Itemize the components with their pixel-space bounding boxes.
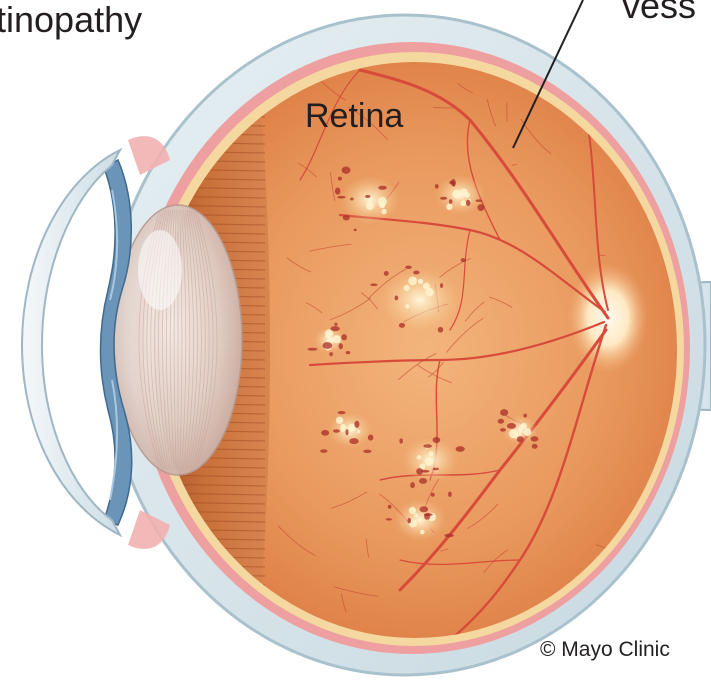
retina-label: Retina (305, 96, 403, 136)
title-label: tinopathy (0, 0, 142, 40)
blood-vessels-label: vess (622, 0, 696, 26)
lens-icon (114, 205, 242, 475)
copyright-credit: © Mayo Clinic (540, 637, 670, 663)
